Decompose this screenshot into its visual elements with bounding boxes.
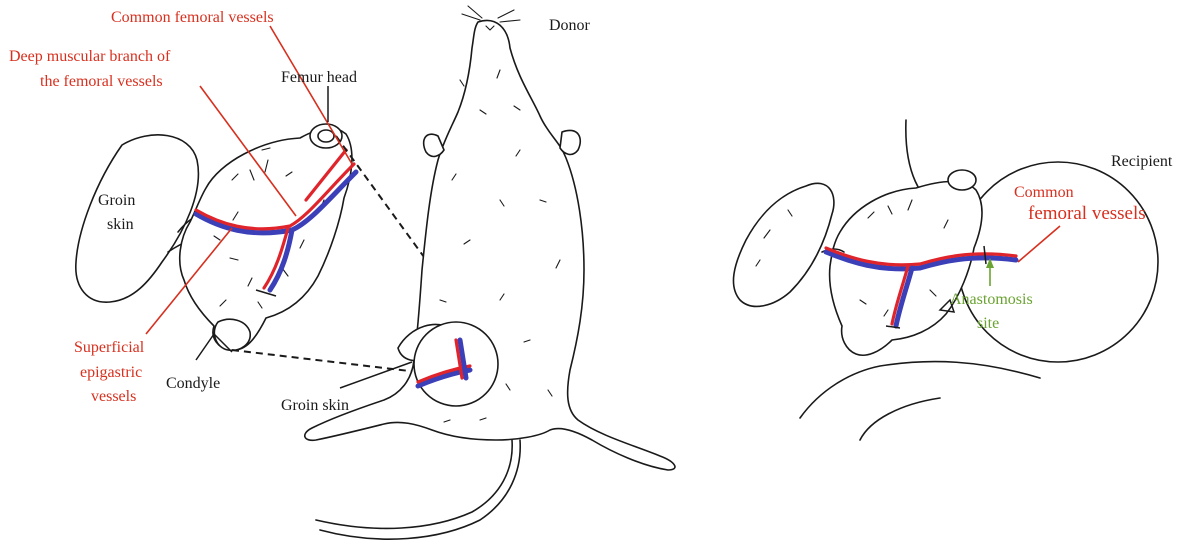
label-recipient-common-1: Common [1014,184,1074,201]
rat-tail [316,440,520,539]
label-femur-head: Femur head [281,69,357,86]
donor-rat [305,6,675,539]
thigh-muscle-block [180,128,352,350]
label-deep-branch-2: the femoral vessels [40,73,163,90]
label-groin-skin-center: Groin skin [281,397,349,414]
condyle-nub [214,319,250,350]
label-groin-skin-left-2: skin [107,216,134,233]
leader-recipient-common [1018,226,1060,262]
donor-flap-drawing [76,124,356,350]
flap-circle [414,322,498,406]
label-condyle: Condyle [166,375,220,392]
recipient-skin-paddle [733,183,833,306]
groin-skin-paddle [76,135,199,302]
label-recipient: Recipient [1111,153,1173,170]
label-recipient-common-2: femoral vessels [1028,203,1146,224]
label-anastomosis-2: site [977,315,999,332]
label-superficial-2: epigastric [80,364,142,381]
zoom-line-lower [232,350,418,372]
rat-body [305,20,675,470]
label-donor: Donor [549,17,591,34]
label-superficial-1: Superficial [74,339,145,356]
label-deep-branch-1: Deep muscular branch of [9,48,171,65]
recipient-drawing [733,120,1158,440]
leader-groin-skin [340,362,412,388]
label-common-femoral: Common femoral vessels [111,9,274,26]
label-anastomosis-1: Anastomosis [950,291,1033,308]
label-superficial-3: vessels [91,388,136,405]
label-groin-skin-left-1: Groin [98,192,135,209]
